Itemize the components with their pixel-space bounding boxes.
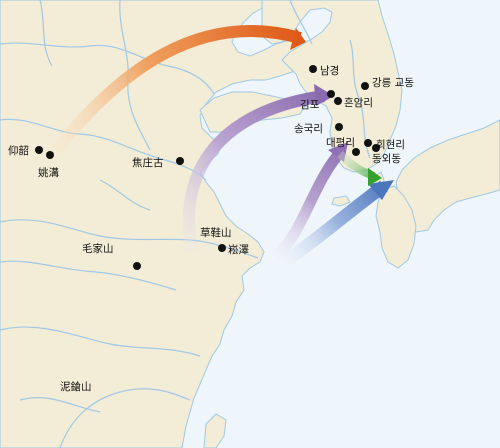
site-nidunshan: 泥鎗山: [60, 380, 92, 393]
site-label-daepyeongri: 대평리: [326, 137, 355, 149]
kyushu: [375, 185, 417, 269]
site-jiaozhuanggu: 焦庄古: [132, 156, 184, 169]
site-label-gangneung: 강릉 교동: [372, 77, 414, 89]
site-yaogou: 姚溝: [38, 151, 59, 179]
site-label-nidunshan: 泥鎗山: [60, 380, 92, 393]
arrow-purple-route-1: [182, 90, 325, 252]
site-gimpo: 김포: [300, 90, 335, 111]
site-label-gimpo: 김포: [300, 99, 320, 111]
site-markers: 仰韶 姚溝 焦庄古 草鞋山 崧澤 毛家山 泥鎗山 남경 강릉: [8, 64, 414, 393]
site-heunamri: 흔암리: [334, 96, 373, 109]
site-gangneung: 강릉 교동: [361, 77, 414, 90]
site-songgukri: 송국리: [294, 123, 343, 135]
site-label-songgukri: 송국리: [294, 123, 323, 135]
arrow-blue-head: [368, 180, 394, 200]
taiwan-island: [203, 413, 227, 448]
arrow-blue-route: [280, 180, 388, 268]
arrow-north-head: [290, 28, 306, 50]
site-label-caoxieshan: 草鞋山: [200, 226, 232, 239]
arrow-north-route: [51, 25, 302, 154]
site-yangshao: 仰韶: [8, 144, 43, 157]
site-songze: 崧澤: [218, 244, 249, 256]
site-label-yaogou: 姚溝: [38, 166, 59, 179]
site-hoehyeonri: 회현리: [364, 139, 405, 151]
site-label-namgyeong: 남경: [320, 64, 339, 77]
site-dongoedong: 동외동: [372, 144, 401, 165]
site-label-heunamri: 흔암리: [344, 96, 373, 109]
jeju-island: [331, 195, 351, 207]
site-label-yangshao: 仰韶: [8, 144, 29, 157]
migration-arrows: [51, 25, 394, 268]
site-daepyeongri: 대평리: [326, 137, 360, 156]
site-label-dongoedong: 동외동: [372, 153, 401, 165]
site-label-jiaozhuanggu: 焦庄古: [132, 156, 164, 169]
site-namgyeong: 남경: [309, 64, 339, 77]
site-caoxieshan: 草鞋山: [200, 226, 232, 239]
site-label-maojiashan: 毛家山: [82, 242, 114, 255]
site-maojiashan: 毛家山: [82, 242, 141, 270]
site-label-hoehyeonri: 회현리: [376, 139, 405, 151]
arrow-green-head: [368, 168, 382, 186]
site-label-songze: 崧澤: [228, 244, 249, 256]
arrow-purple-route-2: [272, 146, 347, 261]
arrow-purple-head-1: [314, 84, 334, 106]
